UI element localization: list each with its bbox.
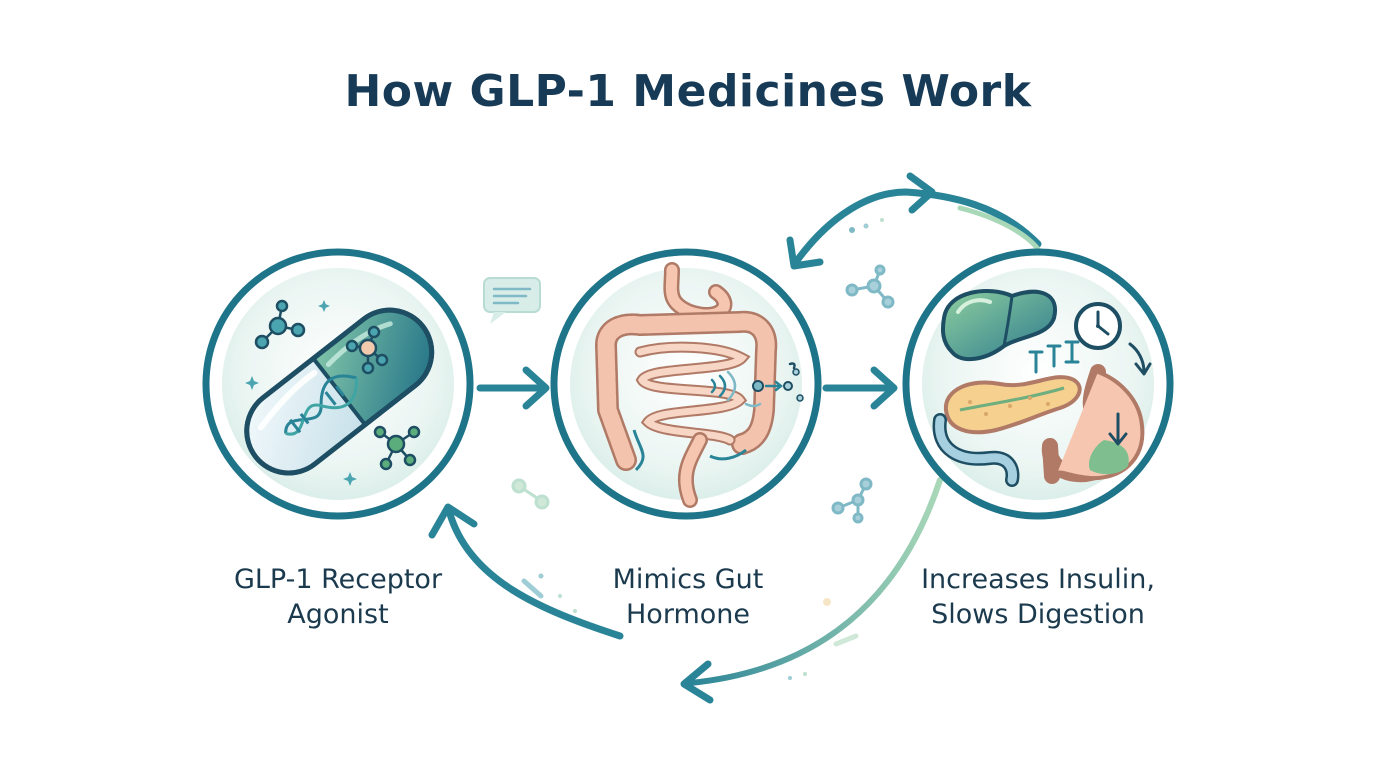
pill-capsule-icon (244, 307, 435, 476)
insulin-markers-icon (1028, 340, 1080, 374)
cycle-arc-top-head (786, 236, 824, 270)
step-2-label-line-2: Hormone (626, 599, 750, 630)
hormone-signal-icon (710, 362, 804, 408)
step-3-circle (902, 248, 1174, 520)
cycle-arc-bottom-left (446, 510, 624, 640)
cycle-arc-top (792, 188, 1042, 266)
step-3-label-line-2: Slows Digestion (931, 599, 1145, 630)
cycle-arc-bottom-right (687, 477, 943, 686)
step-1-label-line-1: GLP-1 Receptor (233, 564, 443, 595)
step-1-label-line-2: Agonist (287, 599, 389, 630)
floating-molecule-left (511, 478, 550, 510)
clock-icon (1074, 302, 1122, 350)
floating-molecule-top (845, 264, 895, 309)
stomach-icon (1041, 364, 1145, 484)
cycle-arcs (428, 172, 1043, 704)
arrow-step1-to-step2 (476, 366, 550, 410)
decorative-dots (521, 218, 884, 680)
cycle-arc-bottom-left-arrowhead (428, 503, 478, 539)
sparkle-icons (245, 300, 357, 486)
digestive-system-icon (595, 262, 778, 508)
down-arrow-icon (1128, 342, 1152, 376)
chat-bubble-icon (483, 277, 541, 324)
step-1-label: GLP-1 Receptor Agonist (168, 562, 508, 632)
step-2-label: Mimics Gut Hormone (518, 562, 858, 632)
duodenum-icon (932, 413, 1020, 487)
dna-helix-icon (284, 374, 359, 436)
step-2-label-line-1: Mimics Gut (612, 564, 764, 595)
flow-arrows (476, 366, 898, 410)
liver-icon (941, 289, 1058, 362)
cycle-arc-top-fade (957, 205, 1043, 255)
pancreas-icon (943, 375, 1082, 435)
page-title: How GLP-1 Medicines Work (344, 66, 1032, 117)
step-2-circle (550, 248, 822, 520)
molecule-icon-2 (345, 325, 389, 375)
cycle-arc-bottom-right-arrowhead (680, 660, 714, 704)
molecule-icon-1 (254, 299, 306, 350)
cycle-arc-top-right-arrowhead (906, 172, 936, 214)
floating-molecule-bottom (831, 477, 873, 524)
molecule-icon-3 (373, 425, 421, 471)
step-3-label-line-1: Increases Insulin, (921, 564, 1155, 595)
step-3-label: Increases Insulin, Slows Digestion (868, 562, 1208, 632)
arrow-step2-to-step3 (822, 366, 898, 410)
step-1-circle (202, 248, 474, 520)
